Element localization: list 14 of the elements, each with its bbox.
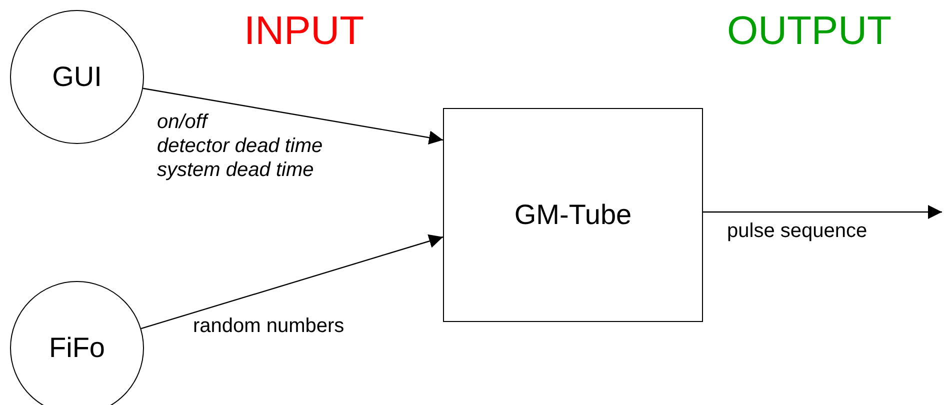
section-heading: OUTPUT (727, 8, 892, 55)
section-heading: INPUT (244, 8, 364, 55)
node-label: FiFo (49, 334, 105, 362)
node-label: GM-Tube (514, 201, 632, 229)
signal-label: system dead time (157, 158, 314, 183)
process-box (443, 108, 703, 322)
arrow (140, 234, 444, 330)
arrow (703, 205, 942, 219)
edge-label: random numbers (193, 314, 344, 339)
edge-label: pulse sequence (727, 219, 868, 244)
node-label: GUI (52, 63, 102, 91)
signal-label: on/off (157, 110, 208, 135)
signal-label: detector dead time (157, 134, 323, 159)
arrow (142, 88, 444, 145)
